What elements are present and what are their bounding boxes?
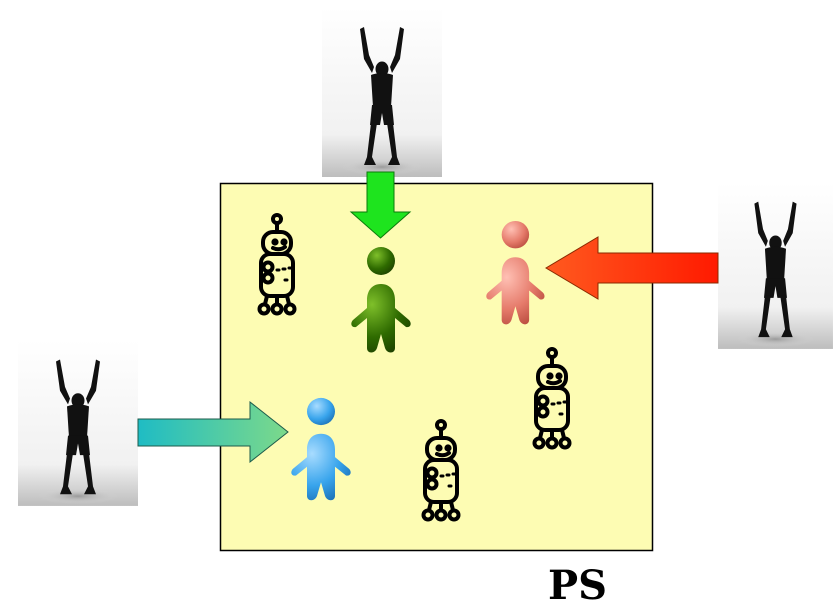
avatar-salmon bbox=[486, 220, 545, 325]
arrow-top-green bbox=[349, 171, 412, 239]
arrow-right-red bbox=[545, 236, 719, 300]
person-silhouette-right bbox=[718, 182, 833, 349]
arrow-left-teal bbox=[137, 400, 289, 464]
avatar-green bbox=[351, 247, 411, 353]
avatar-blue bbox=[291, 397, 351, 501]
person-silhouette-top bbox=[322, 7, 442, 177]
ps-label: PS bbox=[548, 562, 607, 609]
person-silhouette-left bbox=[18, 340, 138, 506]
shared-space bbox=[219, 182, 654, 552]
